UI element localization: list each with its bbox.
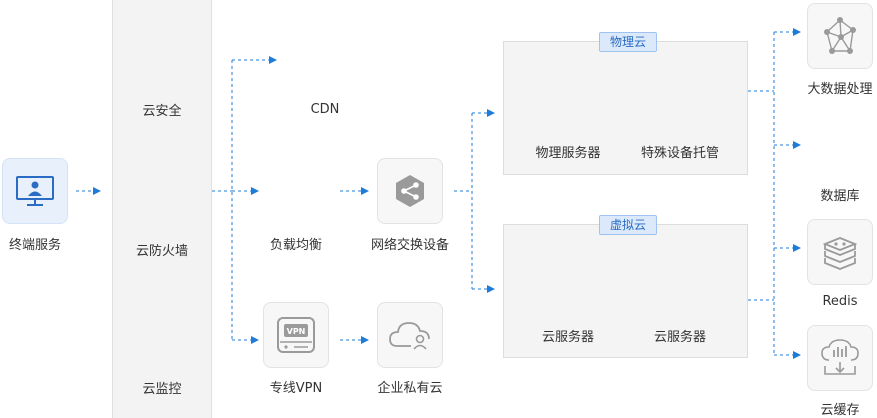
private-cloud-icon-box[interactable] [377,302,443,368]
redis-icon-box[interactable] [807,219,873,285]
security-item-cloud-security[interactable]: 云安全 [142,104,182,119]
vpn-device-icon: VPN [277,317,315,353]
physical-cloud-panel [503,41,748,175]
database-label[interactable]: 数据库 [820,189,860,204]
cloud-server-label-2[interactable]: 云服务器 [653,330,707,345]
redis-label: Redis [822,294,858,309]
security-item-firewall[interactable]: 云防火墙 [135,244,189,259]
virtual-cloud-panel [503,224,748,358]
security-panel [112,0,212,418]
special-hosting-label[interactable]: 特殊设备托管 [640,146,720,161]
cloud-download-icon [821,339,859,375]
cdn-label[interactable]: CDN [310,102,340,117]
cache-label: 云缓存 [820,403,860,418]
bigdata-label: 大数据处理 [807,82,873,97]
physical-cloud-tag: 物理云 [598,32,658,52]
terminal-label: 终端服务 [8,238,62,253]
switch-label: 网络交换设备 [370,238,450,253]
private-cloud-label: 企业私有云 [377,381,443,396]
virtual-cloud-tag: 虚拟云 [598,215,658,235]
terminal-icon-box[interactable] [2,158,68,224]
cloud-user-icon [389,322,430,350]
security-item-monitoring[interactable]: 云监控 [142,382,182,397]
network-graph-icon [824,17,856,54]
load-balancer-label[interactable]: 负载均衡 [269,238,323,253]
vpn-label: 专线VPN [269,381,323,396]
vpn-badge-text: VPN [287,327,306,336]
cloud-server-label-1[interactable]: 云服务器 [541,330,595,345]
share-network-icon [396,175,424,207]
physical-server-label[interactable]: 物理服务器 [535,146,601,161]
vpn-icon-box[interactable]: VPN [263,302,329,368]
redis-stack-icon [822,237,858,270]
bigdata-icon-box[interactable] [807,3,873,69]
switch-icon-box[interactable] [377,158,443,224]
cache-icon-box[interactable] [807,325,873,391]
monitor-user-icon [16,176,54,206]
